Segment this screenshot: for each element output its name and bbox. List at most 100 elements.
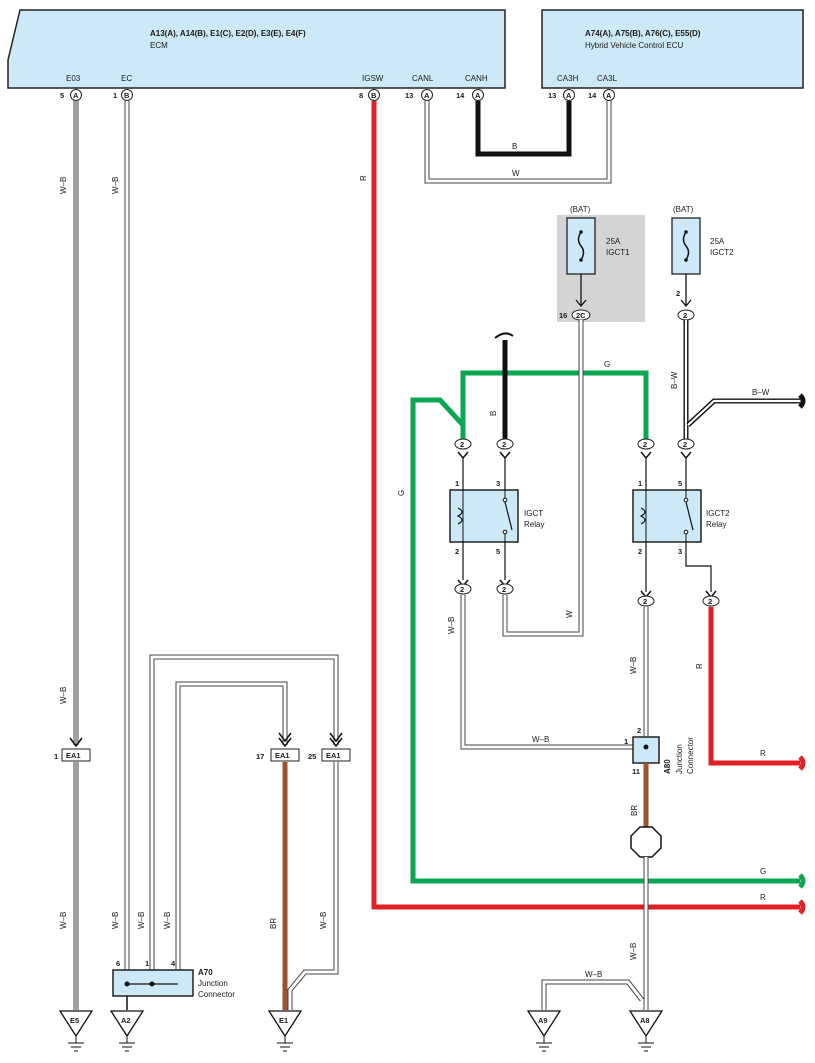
wire-label-igct-wb: W–B: [447, 617, 456, 634]
svg-text:(BAT): (BAT): [570, 205, 591, 214]
ground-e5: E5: [58, 1010, 94, 1052]
svg-text:IGCT: IGCT: [524, 509, 543, 518]
svg-text:25: 25: [308, 752, 316, 761]
ground-a9: A9: [526, 1010, 562, 1052]
relay-igct2: 1 5 2 3 IGCT2 Relay: [632, 479, 730, 556]
svg-text:(BAT): (BAT): [673, 205, 694, 214]
ecm-terminal-ec: EC: [121, 74, 132, 83]
wire-label-a70-6: W–B: [111, 912, 120, 929]
ground-e1: E1: [267, 1010, 303, 1052]
svg-text:4: 4: [171, 959, 176, 968]
svg-text:A: A: [73, 91, 79, 100]
wire-label-a70-1: W–B: [137, 912, 146, 929]
ecm-pin-canh: 14 A: [456, 89, 484, 101]
svg-text:EA1: EA1: [275, 751, 290, 760]
hv-pin-ca3h: 13 A: [548, 89, 575, 101]
wire-label-ea1-25: W–B: [319, 912, 328, 929]
relay-igct: 1 3 2 5 IGCT Relay: [449, 479, 544, 556]
svg-text:5: 5: [678, 479, 682, 488]
svg-text:A: A: [606, 91, 612, 100]
connector-ea1-pin25: 25 EA1: [308, 748, 351, 762]
svg-text:2: 2: [683, 440, 687, 449]
svg-text:A80: A80: [663, 759, 672, 774]
ecm-pin-e03: 5 A: [60, 89, 82, 101]
wire-label-br-e1: BR: [269, 918, 278, 929]
svg-text:8: 8: [359, 91, 363, 100]
wire-label-bw-vert: B–W: [670, 371, 679, 389]
svg-text:2: 2: [676, 289, 680, 298]
svg-text:Junction: Junction: [675, 744, 684, 774]
wire-label-g-top: G: [604, 360, 610, 369]
svg-text:2: 2: [638, 547, 642, 556]
wire-label-canl: W: [512, 169, 520, 178]
wire-label-a80-1: W–B: [532, 735, 549, 744]
svg-text:5: 5: [496, 547, 500, 556]
wire-label-e03-1: W–B: [59, 177, 68, 194]
junction-a80: 2 1 11 A80 Junction Connector: [624, 726, 695, 776]
svg-text:B: B: [371, 91, 377, 100]
svg-text:5: 5: [60, 91, 64, 100]
wire-label-a70-4: W–B: [163, 912, 172, 929]
wire-label-a80-br: BR: [630, 805, 639, 816]
svg-text:A: A: [566, 91, 572, 100]
svg-text:IGCT2: IGCT2: [710, 248, 734, 257]
wire-label-bw-right: B–W: [752, 388, 770, 397]
svg-text:A9: A9: [538, 1016, 548, 1025]
wire-igct1-w: [502, 320, 584, 637]
wire-label-igct1-w: W: [565, 610, 574, 618]
hv-ecu-box: [541, 9, 804, 89]
svg-text:13: 13: [548, 91, 556, 100]
svg-text:Junction: Junction: [198, 979, 228, 988]
svg-text:Relay: Relay: [524, 520, 544, 529]
svg-text:14: 14: [456, 91, 465, 100]
svg-text:1: 1: [113, 91, 117, 100]
ground-a8: A8: [628, 1010, 664, 1052]
svg-text:2C: 2C: [576, 311, 586, 320]
wire-label-canh: B: [512, 142, 517, 151]
fuse-igct2: (BAT) 25A IGCT2 2 2: [671, 205, 734, 321]
svg-text:A70: A70: [198, 968, 213, 977]
svg-text:11: 11: [632, 767, 640, 776]
hv-ecu-connectors: A74(A), A75(B), A76(C), E55(D): [585, 29, 701, 38]
wire-igct-wb-a80: [460, 595, 633, 750]
svg-text:A: A: [475, 91, 481, 100]
svg-text:1: 1: [624, 737, 628, 746]
fuse-igct1: (BAT) 25A IGCT1 16 2C: [557, 205, 645, 322]
splice-point: [630, 826, 662, 858]
ecm-terminal-e03: E03: [66, 74, 81, 83]
svg-text:EA1: EA1: [326, 751, 341, 760]
svg-text:17: 17: [256, 752, 264, 761]
svg-text:A8: A8: [640, 1016, 650, 1025]
ecm-terminal-canl: CANL: [412, 74, 434, 83]
ecm-box: [7, 9, 506, 89]
wire-label-ec: W–B: [111, 177, 120, 194]
svg-text:2: 2: [643, 440, 647, 449]
ecm-pin-canl: 13 A: [405, 89, 433, 101]
wire-igsw-red: [371, 101, 800, 910]
svg-text:2: 2: [637, 726, 641, 735]
svg-text:2: 2: [460, 585, 464, 594]
svg-text:2: 2: [708, 597, 712, 606]
wire-canh-black: [475, 101, 572, 157]
svg-text:16: 16: [559, 311, 567, 320]
svg-text:IGCT2: IGCT2: [706, 509, 730, 518]
svg-text:2: 2: [502, 440, 506, 449]
wire-a9-branch: [541, 979, 644, 1010]
relay-connector-bottom: 2 2 2 2: [454, 579, 720, 607]
ecm-name: ECM: [150, 41, 168, 50]
svg-text:Connector: Connector: [686, 737, 695, 774]
wire-g-main: [410, 397, 800, 884]
svg-text:3: 3: [496, 479, 500, 488]
svg-text:Connector: Connector: [198, 990, 235, 999]
svg-text:E5: E5: [70, 1016, 79, 1025]
svg-text:1: 1: [145, 959, 149, 968]
svg-text:3: 3: [678, 547, 682, 556]
svg-text:25A: 25A: [710, 237, 725, 246]
relay-connector-top: 2 2 2 2: [454, 438, 695, 460]
svg-text:13: 13: [405, 91, 413, 100]
svg-text:A2: A2: [121, 1016, 131, 1025]
wire-label-igsw: R: [359, 175, 368, 181]
wire-label-a9: W–B: [585, 970, 602, 979]
hv-terminal-ca3l: CA3L: [597, 74, 618, 83]
